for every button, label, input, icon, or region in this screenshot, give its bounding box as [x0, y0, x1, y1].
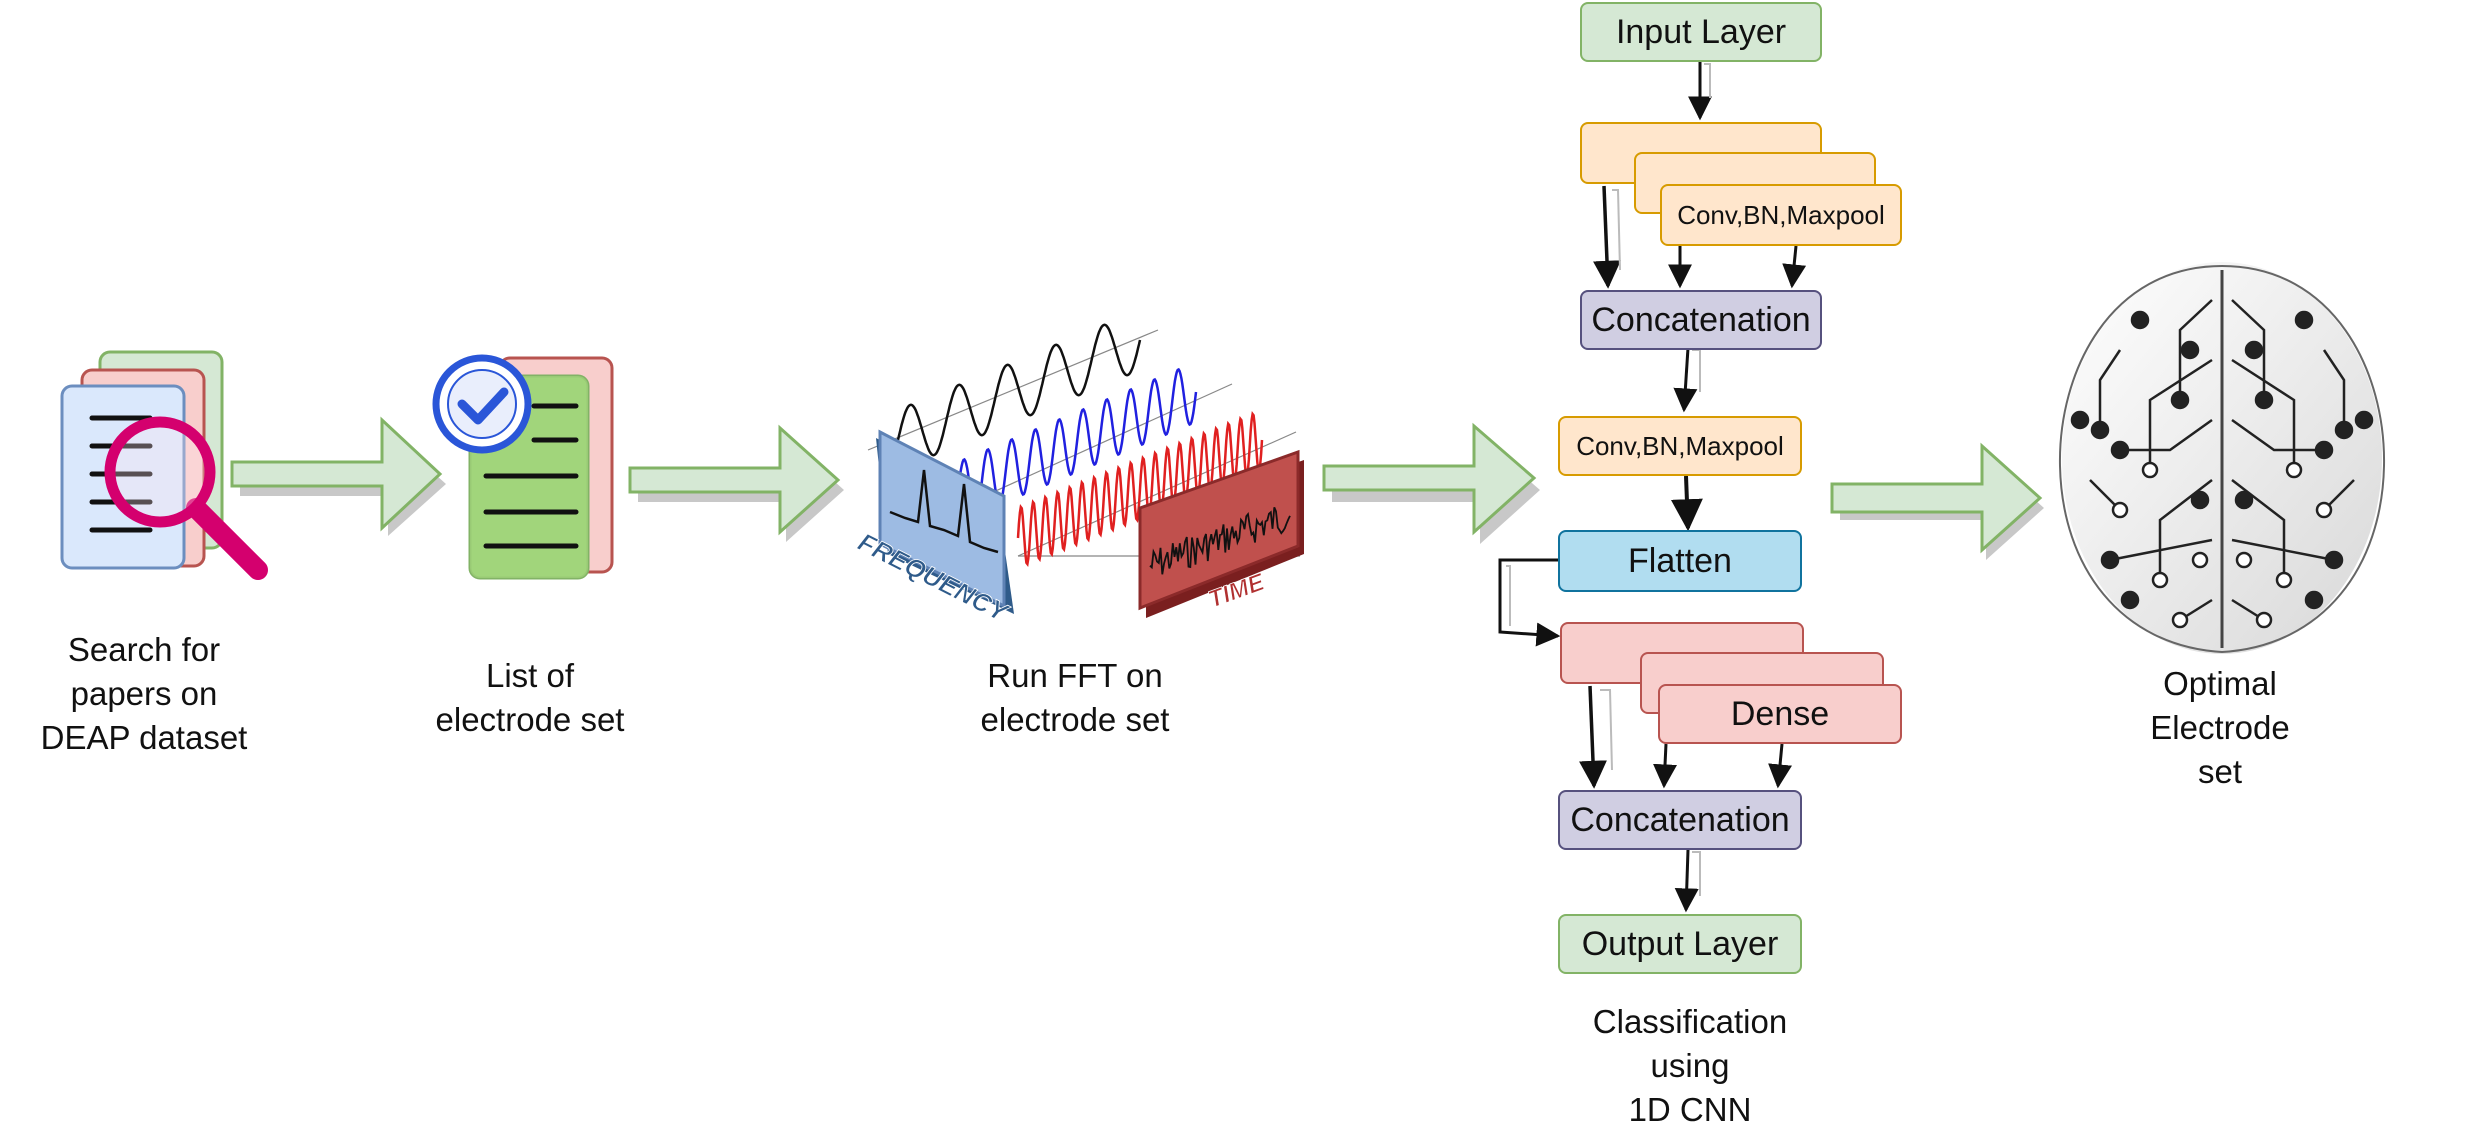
circuit-node [2120, 590, 2140, 610]
circuit-node [2130, 310, 2150, 330]
concatenation-box-1: Concatenation [1580, 290, 1822, 350]
circuit-trace [2148, 358, 2213, 470]
circuit-node [2255, 611, 2273, 629]
circuit-node [2304, 590, 2324, 610]
circuit-trace [2178, 299, 2213, 400]
circuit-node [2235, 551, 2253, 569]
conv-block-2-box: Conv,BN,Maxpool [1558, 416, 1802, 476]
circuit-node [2314, 440, 2334, 460]
circuit-brain-icon [2058, 262, 2386, 654]
circuit-node [2180, 340, 2200, 360]
circuit-node [2111, 501, 2129, 519]
checklist-document-icon [432, 354, 614, 580]
conv-block-1-front: Conv,BN,Maxpool [1660, 184, 1902, 246]
flow-arrow-1 [230, 416, 446, 536]
fft-waveform-icon: FREQUENCY TIME [853, 323, 1304, 629]
flow-arrow-4 [1830, 442, 2044, 560]
circuit-node [2244, 340, 2264, 360]
circuit-trace [2322, 349, 2346, 430]
input-layer-box: Input Layer [1580, 2, 1822, 62]
circuit-node [2110, 440, 2130, 460]
circuit-node [2141, 461, 2159, 479]
circuit-trace [2098, 349, 2122, 430]
dense-block-front: Dense [1658, 684, 1902, 744]
flatten-box: Flatten [1558, 530, 1802, 592]
flow-arrow-2 [628, 424, 844, 542]
cnn-connectors [1498, 62, 1807, 913]
circuit-trace [2120, 418, 2213, 452]
circuit-node [2151, 571, 2169, 589]
circuit-node [2285, 461, 2303, 479]
circuit-node [2315, 501, 2333, 519]
circuit-node [2100, 550, 2120, 570]
output-layer-box: Output Layer [1558, 914, 1802, 974]
concatenation-box-2: Concatenation [1558, 790, 1802, 850]
circuit-node [2191, 551, 2209, 569]
circuit-trace [2109, 538, 2213, 562]
circuit-trace [2231, 538, 2335, 562]
document-search-icon [60, 350, 268, 580]
circuit-node [2170, 390, 2190, 410]
circuit-trace [2231, 299, 2266, 400]
circuit-trace [2231, 418, 2324, 452]
circuit-node [2334, 420, 2354, 440]
circuit-node [2190, 490, 2210, 510]
circuit-node [2254, 390, 2274, 410]
circuit-node [2090, 420, 2110, 440]
circuit-node [2275, 571, 2293, 589]
circuit-node [2070, 410, 2090, 430]
circuit-node [2294, 310, 2314, 330]
circuit-node [2171, 611, 2189, 629]
circuit-node [2234, 490, 2254, 510]
circuit-node [2324, 550, 2344, 570]
flow-arrow-3 [1322, 422, 1540, 544]
wave-black [896, 323, 1142, 457]
circuit-trace [2231, 358, 2296, 470]
circuit-node [2354, 410, 2374, 430]
